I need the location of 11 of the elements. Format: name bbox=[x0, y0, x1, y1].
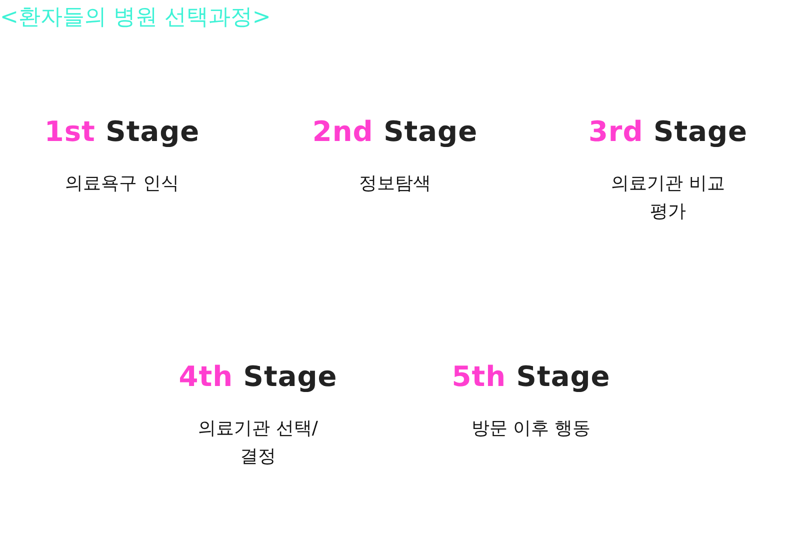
stage-description: 의료욕구 인식 bbox=[64, 172, 180, 196]
stage-description: 정보탐색 bbox=[358, 172, 432, 196]
stage-heading: 3rd Stage bbox=[588, 115, 748, 148]
stage-description: 의료기관 비교 평가 bbox=[610, 172, 726, 224]
stage-heading: 4th Stage bbox=[178, 360, 338, 393]
stage-heading: 2nd Stage bbox=[312, 115, 478, 148]
stage-heading: 1st Stage bbox=[44, 115, 200, 148]
stage-description: 의료기관 선택/결정 bbox=[198, 417, 318, 469]
diagram-title: <환자들의 병원 선택과정> bbox=[0, 4, 271, 32]
stage-heading: 5th Stage bbox=[452, 360, 610, 393]
stage-description: 방문 이후 행동 bbox=[471, 417, 591, 441]
